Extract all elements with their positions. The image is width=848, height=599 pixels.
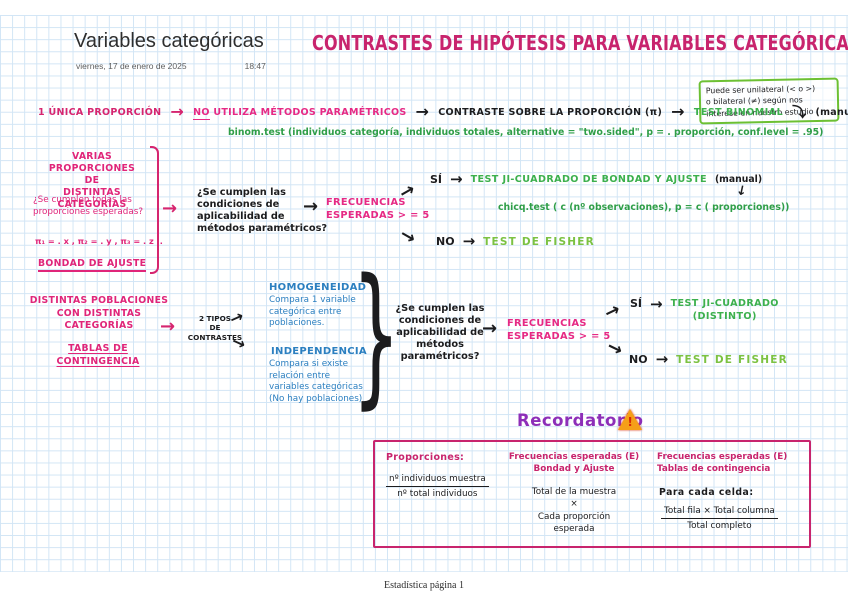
brace-shape: } <box>352 246 401 423</box>
contrast-proportion-label: CONTRASTE SOBRE LA PROPORCIÓN (π) <box>438 106 663 118</box>
goodness-column-formula: Total de la muestra × Cada proporción es… <box>531 487 617 534</box>
contingency-yes-branch: SÍ → TEST JI-CUADRADO (DISTINTO) <box>630 297 779 324</box>
manual-label: (manual) <box>815 106 848 118</box>
several-proportions-title: VARIAS PROPORCIONES DE DISTINTAS CATEGOR… <box>48 151 136 211</box>
page-meta: viernes, 17 de enero de 2025 18:47 <box>76 61 266 71</box>
no-label: NO <box>629 353 648 366</box>
fraction-denominator: nº total individuos <box>397 489 478 499</box>
two-contrast-types-label: 2 TIPOS DE CONTRASTES <box>187 314 243 342</box>
arrow-right-icon: → <box>671 102 685 121</box>
arrow-right-icon: → <box>160 316 176 337</box>
contingency-tables-label: TABLAS DE CONTINGENCIA <box>56 343 140 367</box>
page-time: 18:47 <box>244 61 266 71</box>
fraction-numerator: nº individuos muestra <box>386 474 489 487</box>
page-footer: Estadística página 1 <box>384 580 464 591</box>
contingency-fraction: Total fila × Total columna Total complet… <box>661 506 778 531</box>
page-date: viernes, 17 de enero de 2025 <box>76 61 187 71</box>
warning-icon: ! <box>618 409 642 430</box>
no-word: NO <box>193 106 210 120</box>
arrow-right-icon: → <box>482 318 498 339</box>
pi-formula: π₁ = . x , π₂ = . y , π₃ = . z .. <box>35 236 163 246</box>
no-parametric-label: NO UTILIZA MÉTODOS PARAMÉTRICOS <box>193 106 407 120</box>
warning-exclamation: ! <box>627 415 633 429</box>
goodness-yes-branch: SÍ → TEST JI-CUADRADO DE BONDAD Y AJUSTE… <box>430 172 762 187</box>
binom-test-code: binom.test (individuos categoría, indivi… <box>228 127 824 138</box>
arrow-right-icon: → <box>170 102 185 121</box>
arrow-right-icon: → <box>450 170 463 188</box>
yes-label: SÍ <box>630 297 643 310</box>
manual-label: (manual) <box>714 174 763 185</box>
independence-description: Compara si existe relación entre variabl… <box>269 359 363 404</box>
chisq-test-code: chicq.test ( c (nº observaciones), p = c… <box>498 202 790 213</box>
single-proportion-flow: 1 ÚNICA PROPORCIÓN → NO UTILIZA MÉTODOS … <box>38 102 848 122</box>
yes-label: SÍ <box>430 173 443 186</box>
expected-frequencies-label: FRECUENCIAS ESPERADAS > = 5 <box>326 197 430 221</box>
fraction-denominator: Total completo <box>687 521 752 531</box>
arrow-right-icon: → <box>162 198 178 219</box>
no-label: NO <box>436 235 455 248</box>
bracket-shape <box>150 146 159 274</box>
reminder-title: Recordatorio <box>517 411 644 430</box>
contingency-no-branch: NO → TEST DE FISHER <box>629 352 788 367</box>
chi-square-distinct-test-label: TEST JI-CUADRADO (DISTINTO) <box>670 298 779 323</box>
fisher-test-label: TEST DE FISHER <box>483 235 595 248</box>
no-rest: UTILIZA MÉTODOS PARAMÉTRICOS <box>209 106 407 118</box>
proportions-question: ¿Se cumplen todas las proporciones esper… <box>33 195 144 217</box>
fraction-numerator: Total fila × Total columna <box>661 506 778 519</box>
applicability-question: ¿Se cumplen las condiciones de aplicabil… <box>395 303 485 362</box>
applicability-question: ¿Se cumplen las condiciones de aplicabil… <box>197 187 328 234</box>
main-heading: CONTRASTES DE HIPÓTESIS PARA VARIABLES C… <box>312 31 848 56</box>
arrow-right-icon: → <box>415 102 430 121</box>
curve-arrow-icon: ⤵ <box>792 105 807 121</box>
arrow-right-icon: → <box>650 295 663 313</box>
each-cell-label: Para cada celda: <box>659 487 754 498</box>
page-title: Variables categóricas <box>74 30 264 52</box>
arrow-right-icon: → <box>655 350 669 368</box>
binomial-test-label: TEST BINOMIAL <box>693 106 784 118</box>
arrow-right-icon: → <box>303 196 319 217</box>
goodness-no-branch: NO → TEST DE FISHER <box>436 234 595 249</box>
homogeneity-description: Compara 1 variable categórica entre pobl… <box>269 295 356 329</box>
contingency-column-title: Frecuencias esperadas (E) Tablas de cont… <box>657 452 788 474</box>
arrow-right-icon: → <box>462 232 476 250</box>
single-proportion-label: 1 ÚNICA PROPORCIÓN <box>38 106 162 118</box>
distinct-populations-title: DISTINTAS POBLACIONES CON DISTINTAS CATE… <box>29 295 169 332</box>
independence-title: INDEPENDENCIA <box>271 346 367 357</box>
fisher-test-label: TEST DE FISHER <box>676 353 788 366</box>
proportions-fraction: nº individuos muestra nº total individuo… <box>386 474 489 499</box>
chi-square-goodness-test-label: TEST JI-CUADRADO DE BONDAD Y AJUSTE <box>470 174 707 185</box>
reminder-box <box>373 440 811 548</box>
proportions-column-title: Proporciones: <box>386 452 465 463</box>
goodness-column-title: Frecuencias esperadas (E) Bondad y Ajust… <box>508 452 640 474</box>
goodness-of-fit-label: BONDAD DE AJUSTE <box>38 258 147 272</box>
expected-frequencies-label: FRECUENCIAS ESPERADAS > = 5 <box>507 318 611 342</box>
homogeneity-title: HOMOGENEIDAD <box>269 282 367 293</box>
